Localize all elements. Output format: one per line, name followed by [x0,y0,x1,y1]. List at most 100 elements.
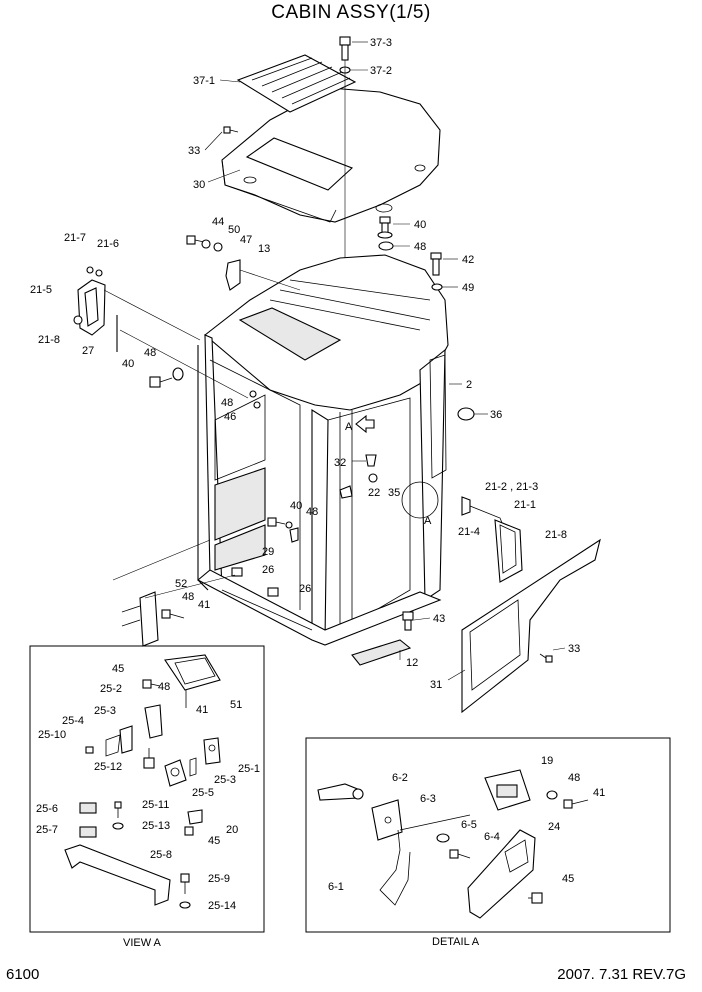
callout-13: 13 [258,243,270,255]
bolt-44 [186,235,205,245]
callout-v51: 51 [230,699,242,711]
footer-revision: 2007. 7.31 REV.7G [557,966,686,983]
callout-36: 36 [490,409,502,421]
bracket-52 [121,591,159,647]
clip-22 [339,485,353,499]
callout-21-5: 21-5 [30,284,52,296]
callout-d6-4: 6-4 [484,831,500,843]
callout-v25-3-b: 25-3 [214,774,236,786]
callout-21-8: 21-8 [38,334,60,346]
callout-40-mid: 40 [290,500,302,512]
washer-49 [431,283,443,291]
callout-v25-5: 25-5 [192,787,214,799]
callout-21-2-21-3: 21-2 , 21-3 [485,481,538,493]
bolt-43 [402,611,414,631]
bolt-40-top [377,216,393,239]
screw-33-right [539,653,553,663]
callout-d45: 45 [562,873,574,885]
callout-d6-5: 6-5 [461,819,477,831]
washer-47 [213,242,223,252]
callout-47: 47 [240,234,252,246]
callout-37-3: 37-3 [370,37,392,49]
callout-21-6: 21-6 [97,238,119,250]
callout-v25-3-a: 25-3 [94,705,116,717]
callout-40-left: 40 [122,358,134,370]
plug-36 [457,407,475,421]
callout-v41: 41 [196,704,208,716]
callout-d6-3: 6-3 [420,793,436,805]
clip-35 [368,473,378,483]
callout-12: 12 [406,657,418,669]
callout-v25-7: 25-7 [36,824,58,836]
view-a-frame [29,645,265,933]
callout-2: 2 [466,379,472,391]
callout-30: 30 [193,179,205,191]
bolt-42 [430,252,442,276]
callout-46: 46 [224,411,236,423]
clip-32 [365,454,377,467]
callout-d24: 24 [548,821,560,833]
footer-page-number: 6100 [6,966,40,983]
callout-v25-10: 25-10 [38,729,66,741]
callout-d41: 41 [593,787,605,799]
callout-v45: 45 [112,663,124,675]
callout-44: 44 [212,216,224,228]
callout-40: 40 [414,219,426,231]
stopper-26-a [231,567,243,577]
view-a-arrow [355,414,375,434]
callout-27: 27 [82,345,94,357]
callout-48: 48 [414,241,426,253]
callout-42: 42 [462,254,474,266]
callout-48-mid: 48 [306,506,318,518]
callout-48-frame: 48 [221,397,233,409]
callout-v25-13: 25-13 [142,820,170,832]
screw-21-7 [86,266,94,274]
callout-d6-2: 6-2 [392,772,408,784]
callout-52: 52 [175,578,187,590]
callout-v25-2: 25-2 [100,683,122,695]
side-panel-31 [461,538,601,714]
callout-22: 22 [368,487,380,499]
detail-a-caption: DETAIL A [432,936,480,948]
callout-48-left: 48 [144,347,156,359]
callout-21-7: 21-7 [64,232,86,244]
callout-v25-11: 25-11 [142,799,169,811]
fastener-48-46 [249,390,261,409]
callout-d19: 19 [541,755,553,767]
bolt-41-left [161,609,185,619]
step-12 [351,639,412,666]
callout-37-2: 37-2 [370,65,392,77]
washer-50 [201,239,211,249]
view-a-caption: VIEW A [123,937,162,949]
bolt-40-mid [267,517,293,529]
view-a-parts [64,654,221,909]
callout-50: 50 [228,224,240,236]
callout-v25-14: 25-14 [208,900,236,912]
leader-lines [204,41,566,681]
detail-a-marker: A [424,515,432,527]
callout-43: 43 [433,613,445,625]
callout-29: 29 [262,546,274,558]
latch-29 [289,527,299,543]
callout-v20: 20 [226,824,238,836]
cabin-frame-2 [197,254,449,646]
callout-31: 31 [430,679,442,691]
roof-panel-30 [221,87,441,223]
page-title: CABIN ASSY(1/5) [271,2,431,23]
callout-v25-6: 25-6 [36,803,58,815]
callout-v25-4: 25-4 [62,715,84,727]
roof-cover-37-1 [236,54,357,113]
washer-48-top [378,241,394,251]
mirror-bracket-21-5 [73,279,106,336]
bolt-40-left [149,376,173,388]
callout-26-a: 26 [262,564,274,576]
callout-41: 41 [198,599,210,611]
callout-48-bracket: 48 [182,591,194,603]
stopper-26-b [267,587,279,597]
screw-33 [223,126,239,134]
callout-21-8-right: 21-8 [545,529,567,541]
callout-d6-1: 6-1 [328,881,344,893]
detail-a-frame [305,737,671,933]
callout-35: 35 [388,487,400,499]
